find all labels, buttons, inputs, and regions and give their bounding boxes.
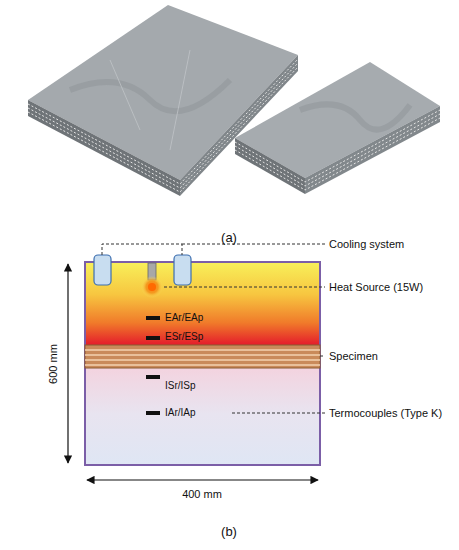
part-label: (a) xyxy=(221,231,237,246)
sensor-name: ISr/ISp xyxy=(165,380,196,392)
part-name: Heat Source (15W) xyxy=(329,281,423,294)
dimension-label: 400 mm xyxy=(182,488,222,501)
sensor-name: IAr/IAp xyxy=(165,407,196,419)
leader-lines xyxy=(102,244,325,413)
dimension-lines xyxy=(68,264,318,480)
sensor-name: EAr/EAp xyxy=(165,312,203,324)
specimen-photo xyxy=(28,5,440,196)
part-name: Termocouples (Type K) xyxy=(329,407,442,420)
dimension-label: 600 mm xyxy=(47,344,60,384)
part-name: Specimen xyxy=(329,350,378,363)
part-name: Cooling system xyxy=(329,238,404,251)
sensor-name: ESr/ESp xyxy=(165,331,203,343)
part-label: (b) xyxy=(221,525,237,540)
